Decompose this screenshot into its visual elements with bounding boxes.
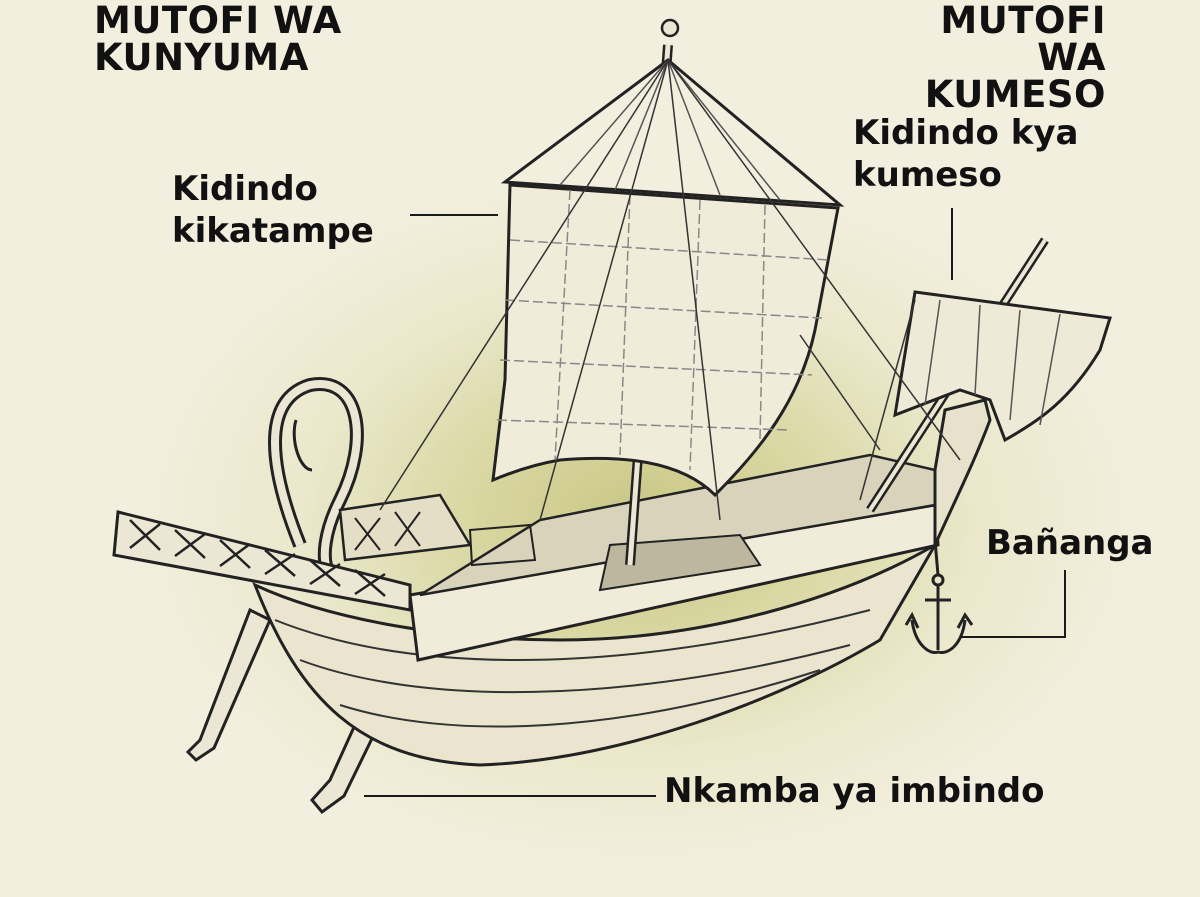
steering-oar-leader-line — [364, 795, 656, 797]
stern-heading: MUTOFI WA KUNYUMA — [94, 0, 342, 79]
anchor-label: Bañanga — [986, 523, 1154, 563]
topsail — [500, 58, 845, 207]
stern-gallery — [112, 493, 537, 612]
steering-oar-rear — [185, 607, 272, 762]
foresail-leader-line — [951, 208, 953, 280]
anchor — [904, 539, 974, 654]
mainsail-leader-line — [410, 214, 498, 216]
foresail-label: Kidindo kya kumeso — [853, 113, 1079, 195]
steering-oar-label: Nkamba ya imbindo — [664, 771, 1045, 811]
mainsail-label: Kidindo kikatampe — [172, 169, 374, 251]
bow-heading: MUTOFI WA KUMESO — [924, 0, 1106, 116]
stern-ornament — [268, 377, 364, 579]
deck — [419, 453, 937, 597]
foresail — [893, 290, 1112, 443]
anchor-leader-vertical — [1064, 570, 1066, 638]
mainsail — [491, 183, 840, 498]
bow-post — [933, 398, 992, 546]
rigging — [379, 59, 961, 521]
anchor-leader-horizontal — [960, 636, 1066, 638]
